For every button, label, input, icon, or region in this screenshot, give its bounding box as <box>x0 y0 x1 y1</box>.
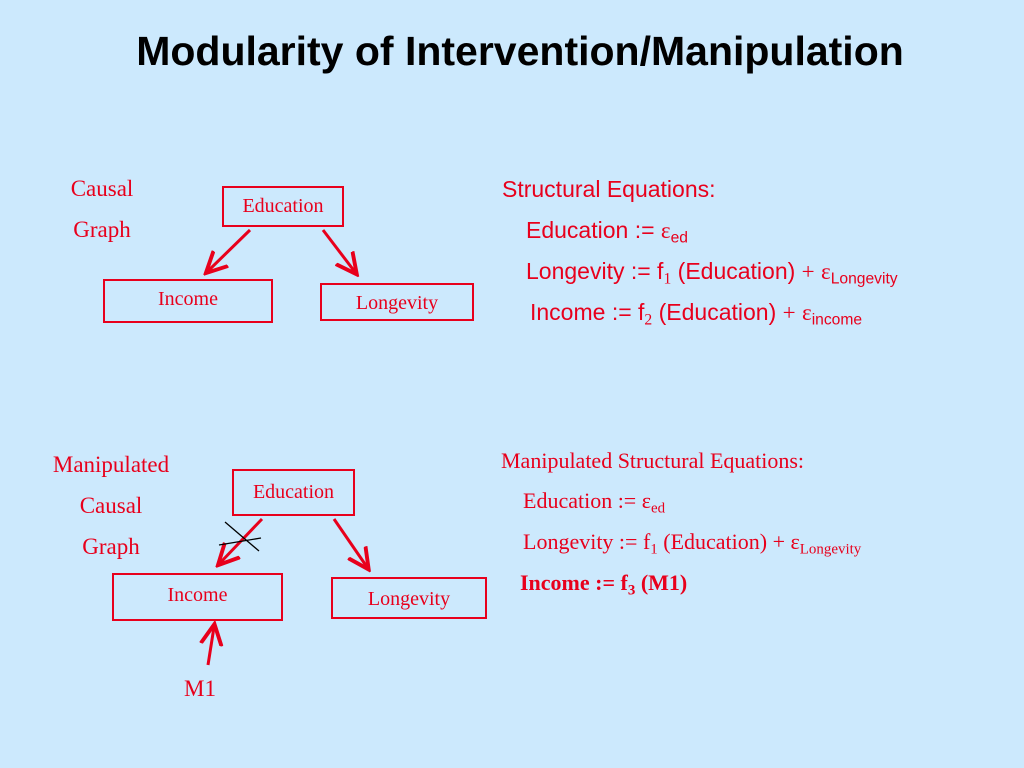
equation-education: Education := εed <box>526 217 688 247</box>
edge-education-longevity <box>321 229 355 272</box>
node-label: Income <box>158 288 218 310</box>
cut-mark-line <box>224 521 260 552</box>
slide-title: Modularity of Intervention/Manipulation <box>136 28 904 74</box>
manipulated-equation-education: Education := εed <box>523 488 666 517</box>
cut-mark-line <box>218 537 262 546</box>
manipulated-equations-heading: Manipulated Structural Equations: <box>501 448 805 473</box>
label-line: Causal <box>79 493 143 518</box>
label-line: Manipulated <box>52 452 170 477</box>
manipulated-graph-label: Manipulated Causal Graph <box>36 444 186 567</box>
label-line: Causal <box>70 176 134 201</box>
label-line: Graph <box>73 217 131 242</box>
node-label: Education <box>242 195 324 217</box>
manipulated-equation-longevity: Longevity := f1 (Education) + εLongevity <box>523 529 862 558</box>
node-label: Education <box>252 481 335 503</box>
equation-longevity: Longevity := f1 (Education) + εLongevity <box>526 258 898 288</box>
edge-education-income <box>208 228 252 271</box>
edge-m1-income <box>208 627 214 666</box>
manipulated-equation-income: Income := f3 (M1) <box>520 570 688 599</box>
manipulated-income-node: Income <box>112 573 283 621</box>
manipulated-longevity-node: Longevity <box>331 577 487 619</box>
label-line: Graph <box>82 534 140 559</box>
manipulated-education-node: Education <box>232 469 355 516</box>
m1-label: M1 <box>184 676 216 701</box>
node-label: Income <box>167 584 228 606</box>
education-node: Education <box>222 186 344 227</box>
equation-income: Income := f2 (Education) + εincome <box>530 299 863 329</box>
edge-education-longevity-manipulated <box>332 518 367 567</box>
structural-equations-heading: Structural Equations: <box>502 176 716 202</box>
node-label: Longevity <box>367 588 451 610</box>
causal-graph-label: Causal Graph <box>42 168 162 250</box>
income-node: Income <box>103 279 273 323</box>
longevity-node: Longevity <box>320 283 474 321</box>
node-label: Longevity <box>355 292 439 314</box>
